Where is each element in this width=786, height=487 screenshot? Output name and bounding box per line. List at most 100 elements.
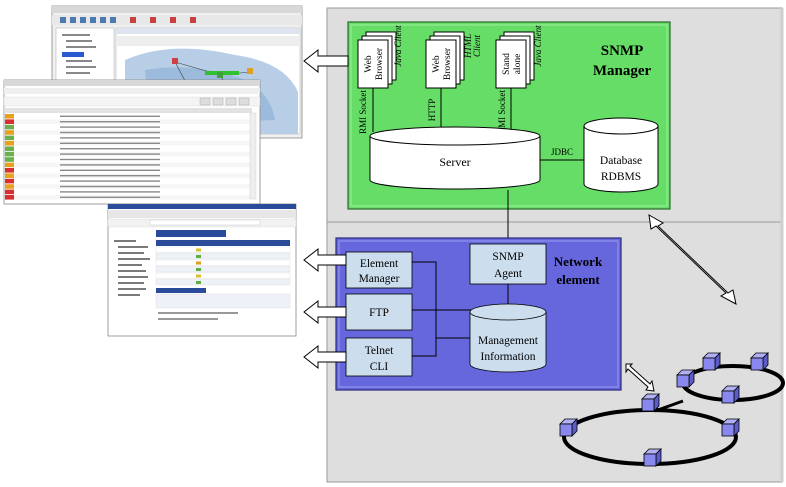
alarm-text-line xyxy=(60,169,160,171)
element-manager-screenshot xyxy=(107,203,297,337)
ftp-box: FTP xyxy=(345,293,413,331)
svg-text:alone: alone xyxy=(513,54,523,75)
standalone-java-client: Stand alone Java Client xyxy=(495,25,543,89)
alarm-text-line xyxy=(60,158,160,161)
element-manager-row xyxy=(155,279,291,286)
alarm-severity-cell xyxy=(5,195,14,200)
alarm-text-line xyxy=(60,131,160,134)
alarm-severity-cell xyxy=(5,184,14,189)
alarm-text-line xyxy=(60,153,160,155)
server-label: Server xyxy=(439,155,470,169)
alarm-text-line xyxy=(60,164,160,166)
network-node xyxy=(721,418,740,437)
java-client-web-browser: Web Browser Java Client xyxy=(357,25,403,89)
element-manager-row xyxy=(155,272,291,279)
alarm-text-line xyxy=(60,142,160,144)
network-node xyxy=(641,393,660,412)
network-node xyxy=(721,385,740,404)
alarm-text-line xyxy=(60,115,160,117)
svg-text:Web: Web xyxy=(364,55,374,72)
alarm-text-line xyxy=(60,121,160,123)
element-manager-status-dot xyxy=(196,261,201,265)
alarm-severity-cell xyxy=(5,151,14,157)
alarm-severity-cell xyxy=(5,124,14,130)
double-arrow-element-network xyxy=(625,363,655,392)
snmp-manager-title-line1: SNMP xyxy=(601,43,644,59)
alarm-severity-cell xyxy=(5,114,14,119)
element-manager-status-dot xyxy=(196,255,201,258)
element-manager-status-dot xyxy=(196,268,201,271)
telnet-line2: CLI xyxy=(370,361,389,373)
svg-text:Browser: Browser xyxy=(443,47,453,80)
svg-text:HTML: HTML xyxy=(463,34,473,59)
snmp-agent-line2: Agent xyxy=(494,268,523,280)
element-manager-line2: Manager xyxy=(359,273,400,285)
management-information-cylinder: Management Information xyxy=(469,303,547,373)
element-manager-status-dot xyxy=(196,274,201,278)
network-node xyxy=(676,369,695,388)
svg-text:Browser: Browser xyxy=(375,47,385,80)
database-label-line1: Database xyxy=(600,155,642,167)
server-cylinder: Server xyxy=(369,126,541,190)
alarm-text-line xyxy=(60,148,160,150)
alarm-table-screenshot xyxy=(3,79,261,205)
http-label: HTTP xyxy=(427,99,437,122)
network-element-title-line2: element xyxy=(556,272,600,287)
arrow-to-telnet xyxy=(303,344,347,370)
alarm-severity-cell xyxy=(5,141,14,146)
alarm-text-line xyxy=(60,185,160,188)
alarm-severity-cell xyxy=(5,130,14,135)
alarm-severity-cell xyxy=(5,178,14,184)
element-manager-row xyxy=(155,246,291,253)
element-manager-row xyxy=(155,259,291,266)
svg-text:Java Client: Java Client xyxy=(533,25,543,67)
snmp-agent-box: SNMP Agent xyxy=(469,243,547,285)
management-information-line2: Information xyxy=(481,351,536,363)
network-node xyxy=(643,448,662,467)
alarm-text-line xyxy=(60,180,160,182)
alarm-text-line xyxy=(60,191,160,193)
double-arrow-manager-network xyxy=(648,214,737,305)
ftp-label: FTP xyxy=(369,307,389,319)
alarm-severity-cell xyxy=(5,168,14,173)
alarm-severity-cell xyxy=(5,157,14,162)
network-element-title-line1: Network xyxy=(554,254,603,269)
telnet-cli-box: Telnet CLI xyxy=(345,337,413,377)
alarm-severity-cell xyxy=(5,189,14,195)
snmp-manager-title-line2: Manager xyxy=(593,63,652,79)
management-information-line1: Management xyxy=(478,335,539,347)
jdbc-label: JDBC xyxy=(551,147,573,157)
alarm-severity-cell xyxy=(5,162,14,168)
arrow-to-element-manager xyxy=(303,247,347,273)
element-manager-box: Element Manager xyxy=(345,251,413,289)
telnet-line1: Telnet xyxy=(365,345,394,357)
database-cylinder: Database RDBMS xyxy=(583,117,659,193)
database-label-line2: RDBMS xyxy=(601,171,641,183)
alarm-text-line xyxy=(60,126,160,128)
alarm-severity-cell xyxy=(5,135,14,141)
network-node xyxy=(750,352,769,371)
svg-text:Stand: Stand xyxy=(502,53,512,75)
network-node xyxy=(702,352,721,371)
svg-text:Client: Client xyxy=(472,35,482,57)
svg-text:Web: Web xyxy=(432,55,442,72)
html-client-web-browser: Web Browser HTML Client xyxy=(425,31,482,89)
element-manager-line1: Element xyxy=(360,258,399,270)
alarm-text-line xyxy=(60,137,160,139)
arrow-to-ftp xyxy=(303,299,347,325)
ring-nodes xyxy=(559,352,769,467)
alarm-severity-cell xyxy=(5,146,14,151)
element-manager-row xyxy=(155,253,291,260)
alarm-severity-cell xyxy=(5,119,14,124)
alarm-text-line xyxy=(60,175,160,177)
snmp-agent-line1: SNMP xyxy=(492,251,523,263)
element-manager-row xyxy=(155,266,291,273)
rmi-socket-right-label: RMI Socket xyxy=(497,90,507,134)
alarm-severity-cell xyxy=(5,173,14,178)
rmi-socket-left-label: RMI Socket xyxy=(358,90,368,134)
network-node xyxy=(559,418,578,437)
svg-text:Java Client: Java Client xyxy=(393,25,403,67)
alarm-text-line xyxy=(60,196,160,198)
arrow-to-map-screenshot xyxy=(303,48,349,74)
